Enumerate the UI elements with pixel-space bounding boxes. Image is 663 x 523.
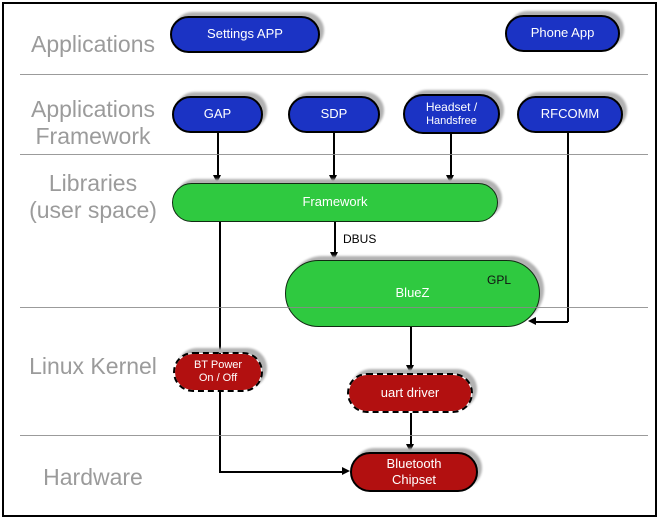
node-label: BT Power [193, 359, 243, 372]
node-label: GAP [203, 106, 232, 122]
node-sdp: SDP [288, 96, 380, 133]
layer-label-line: Linux Kernel [29, 353, 157, 379]
layer-divider-kernel [20, 435, 648, 436]
node-label: Headset / [425, 99, 478, 114]
edge-rfcomm-bluez-arrowhead [528, 317, 536, 325]
dbus-label: DBUS [343, 232, 377, 246]
layer-label-applications: Applications [12, 31, 174, 58]
layer-label-applications-framework: Applications Framework [12, 96, 174, 150]
node-label: Settings APP [207, 26, 283, 42]
node-label: Chipset [391, 472, 437, 487]
node-uart-driver: uart driver [347, 373, 473, 413]
layer-label-line: Applications [30, 31, 156, 57]
node-label: Handsfree [426, 114, 477, 127]
node-phone-app: Phone App [505, 15, 620, 52]
edge-headset-framework-line [450, 134, 452, 176]
node-settings-app: Settings APP [170, 16, 320, 53]
node-label: On / Off [198, 372, 238, 384]
edge-btpower-chipset-hline [219, 471, 342, 473]
edge-gap-framework-arrowhead [213, 175, 221, 183]
edge-framework-btpower-line [219, 222, 221, 472]
node-label: uart driver [380, 384, 440, 400]
node-label: Phone App [530, 25, 595, 41]
edge-btpower-chipset-arrowhead [342, 467, 350, 475]
edge-bluez-uart-line [410, 327, 412, 365]
edge-framework-bluez-line [334, 222, 336, 253]
node-bluetooth-chipset: Bluetooth Chipset [350, 452, 478, 492]
layer-label-line: Hardware [43, 464, 143, 490]
node-label: BlueZ [395, 285, 430, 301]
node-label: Bluetooth [386, 455, 442, 471]
node-headset-handsfree: Headset / Handsfree [403, 94, 500, 134]
node-gap: GAP [172, 96, 263, 133]
layer-divider-framework [20, 154, 648, 155]
edge-framework-bluez-arrowhead [330, 252, 338, 260]
diagram-border [2, 2, 657, 517]
node-label: Framework [302, 194, 368, 210]
edge-headset-framework-arrowhead [446, 175, 454, 183]
edge-sdp-framework-arrowhead [329, 175, 337, 183]
layer-label-linux-kernel: Linux Kernel [12, 353, 174, 380]
layer-label-line: (user space) [29, 197, 157, 223]
edge-rfcomm-bluez-hline [535, 321, 568, 323]
layer-label-line: Libraries [48, 170, 138, 196]
layer-divider-libraries [20, 307, 648, 308]
layer-label-libraries: Libraries (user space) [12, 170, 174, 224]
node-rfcomm: RFCOMM [517, 96, 623, 133]
node-framework: Framework [172, 183, 498, 222]
layer-label-line: Applications [30, 96, 156, 122]
gpl-badge: GPL [486, 273, 511, 287]
edge-rfcomm-bluez-vline [567, 133, 569, 322]
layer-label-hardware: Hardware [12, 464, 174, 491]
layer-label-line: Framework [35, 123, 151, 149]
node-bluez: BlueZ GPL [285, 260, 540, 327]
edge-uart-chipset-line [410, 413, 412, 444]
node-label: RFCOMM [540, 106, 600, 122]
edge-uart-chipset-arrowhead [406, 444, 414, 452]
node-bt-power: BT Power On / Off [173, 352, 263, 392]
edge-bluez-uart-arrowhead [406, 365, 414, 373]
layer-divider-applications [20, 74, 648, 75]
node-label: SDP [320, 106, 348, 122]
